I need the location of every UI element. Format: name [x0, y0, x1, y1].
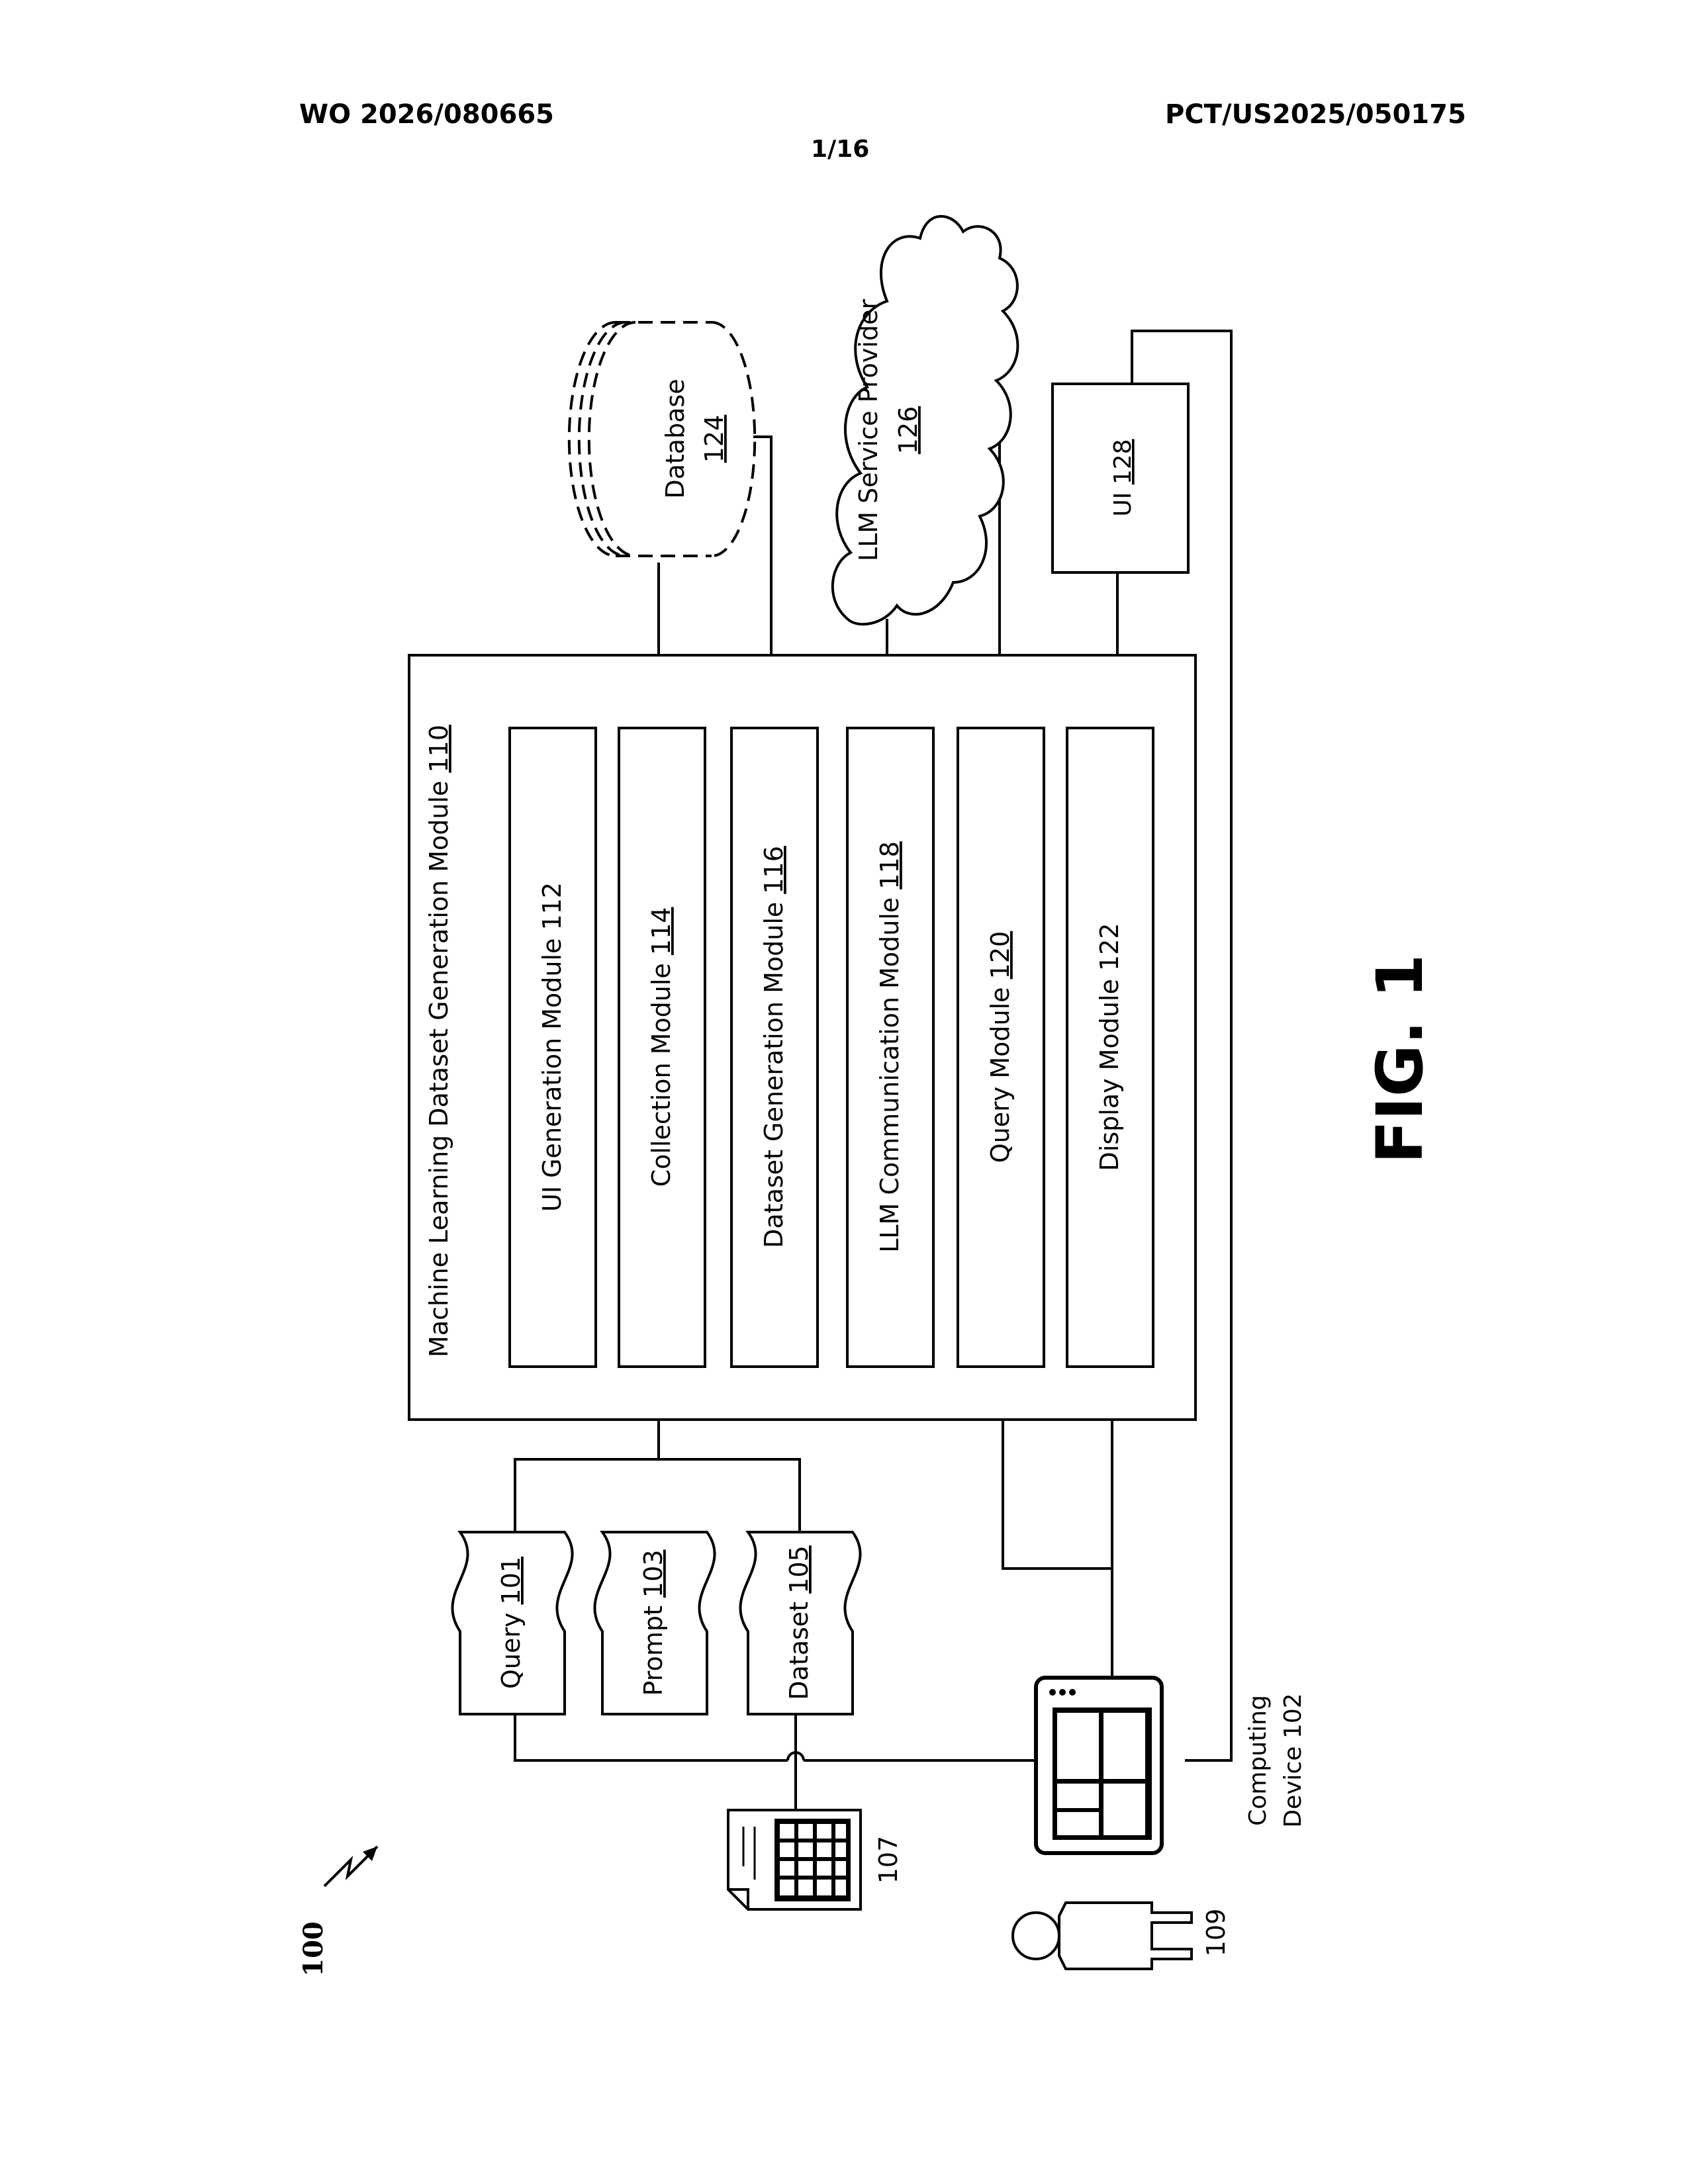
- module-label-118: LLM Communication Module 118: [875, 841, 904, 1253]
- ui-label: UI 128: [1109, 439, 1137, 516]
- spreadsheet-document-icon: [728, 1810, 861, 1909]
- document-label-105: Dataset 105: [784, 1545, 814, 1700]
- document-label-101: Query 101: [496, 1557, 526, 1689]
- computing-device-label-line2: Device 102: [1280, 1693, 1307, 1827]
- system-ref: 100: [298, 1921, 329, 1977]
- database-ref: 124: [700, 415, 729, 463]
- module-label-116: Dataset Generation Module 116: [759, 846, 788, 1248]
- user-icon: [1013, 1903, 1192, 1969]
- module-label-112: UI Generation Module 112: [538, 882, 567, 1212]
- module-label-122: Display Module 122: [1095, 923, 1124, 1171]
- document-label-103: Prompt 103: [639, 1550, 668, 1696]
- documents: Query 101 Prompt 103 Dataset 105: [452, 1532, 860, 1714]
- figure-caption: FIG. 1: [1363, 954, 1437, 1164]
- database-label: Database: [661, 379, 690, 498]
- computing-device-label-line1: Computing: [1244, 1695, 1272, 1826]
- user-ref: 109: [1201, 1909, 1231, 1957]
- llm-provider-ref: 126: [894, 406, 923, 455]
- main-module-title: Machine Learning Dataset Generation Modu…: [424, 725, 453, 1357]
- module-label-114: Collection Module 114: [647, 907, 676, 1187]
- llm-provider-label: LLM Service Provider: [854, 299, 883, 562]
- computing-device-icon: [1036, 1678, 1162, 1853]
- module-label-120: Query Module 120: [986, 931, 1015, 1163]
- spreadsheet-ref: 107: [874, 1836, 903, 1884]
